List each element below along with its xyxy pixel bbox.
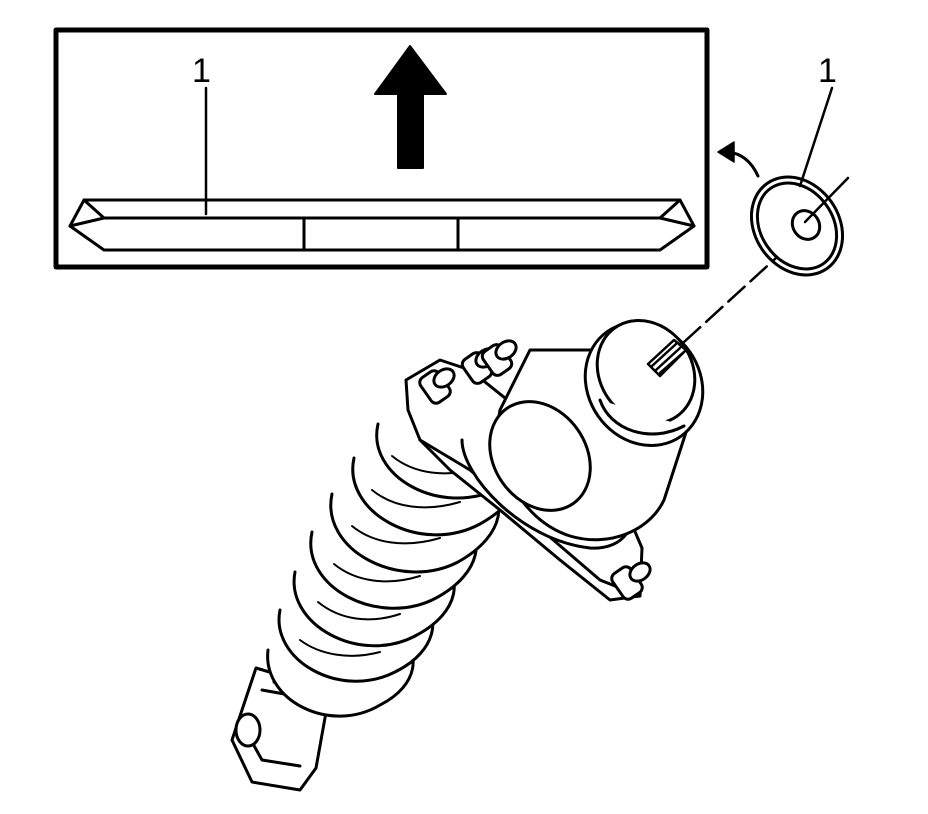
assembly-centerline xyxy=(682,256,778,344)
callout-number-inset: 1 xyxy=(192,52,211,90)
inset-detail: 1 xyxy=(53,27,710,270)
callout-leader-ring xyxy=(798,86,834,188)
rotate-arrow-icon xyxy=(717,141,760,178)
insulator-ring xyxy=(749,175,850,277)
piston-rod xyxy=(646,338,688,378)
mounting-studs xyxy=(418,339,652,601)
callout-number-ring: 1 xyxy=(818,52,837,90)
insulator-cross-section xyxy=(68,198,696,252)
up-arrow-icon xyxy=(374,45,447,169)
strut-assembly xyxy=(230,318,705,792)
